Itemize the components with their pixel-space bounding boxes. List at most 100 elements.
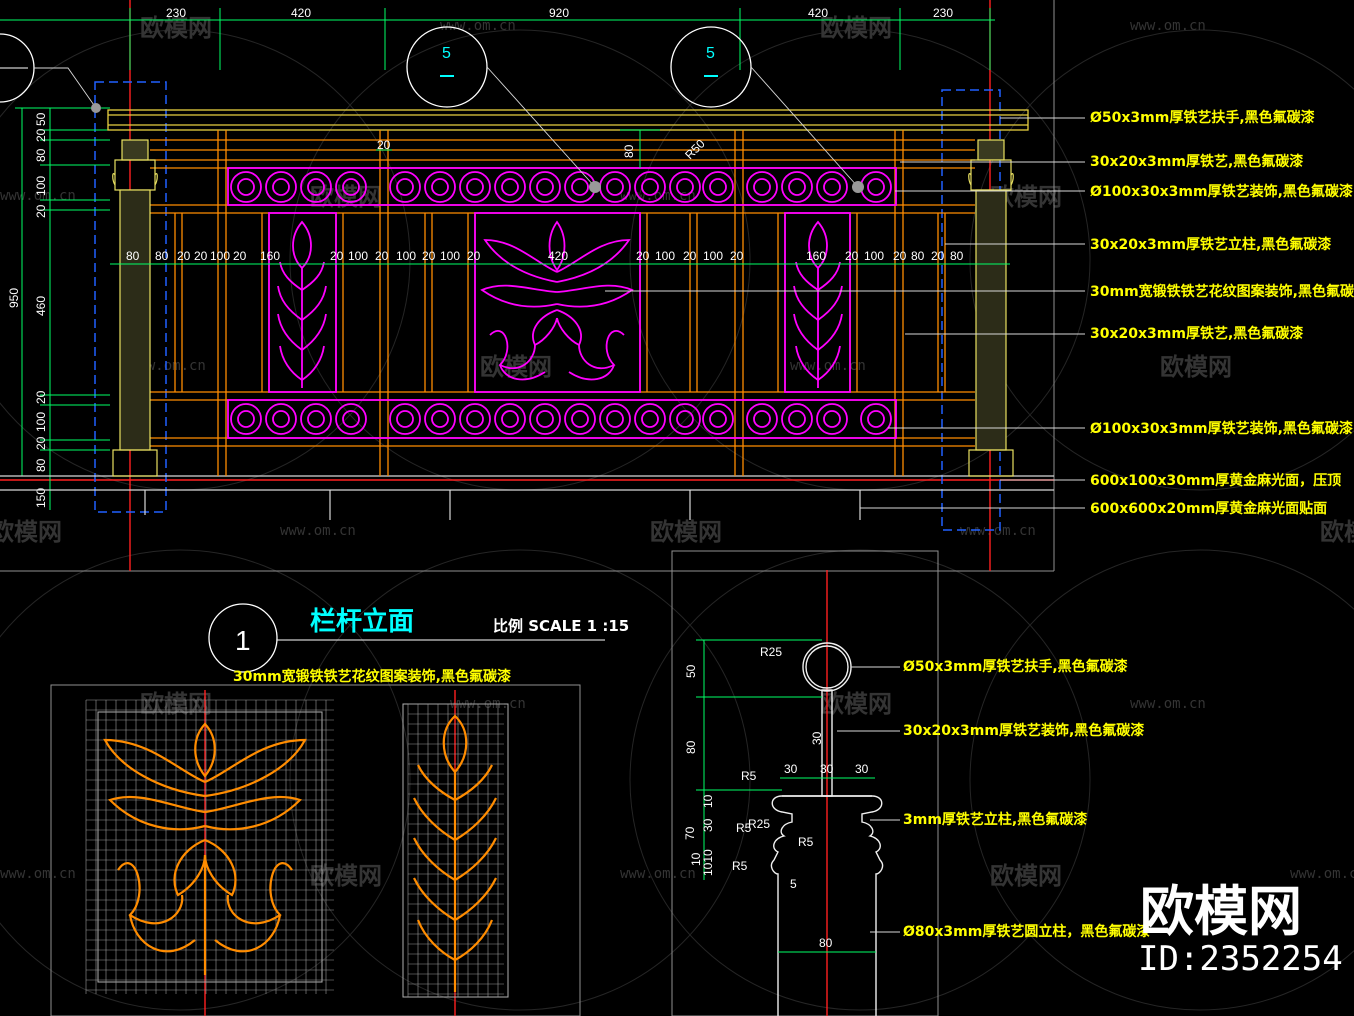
row-dim-label: 100 xyxy=(348,249,368,263)
row-dim-label: 160 xyxy=(806,249,826,263)
section-dim-label: 1010 xyxy=(701,849,715,876)
section-dim-label: R5 xyxy=(798,835,814,849)
row-dim-label: 20 xyxy=(375,249,389,263)
left-dim-label: 150 xyxy=(34,488,48,508)
leader-dots xyxy=(91,103,864,193)
leader-lines xyxy=(34,66,1085,509)
post-left xyxy=(112,139,158,477)
row-dim-label: 20 xyxy=(730,249,744,263)
watermark-brand: 欧模网 xyxy=(310,862,382,890)
top-dim-label: 420 xyxy=(291,6,311,20)
center-ornament-panel xyxy=(474,212,641,393)
row-dim-label: 80 xyxy=(126,249,140,263)
row-dim-label: 80 xyxy=(950,249,964,263)
leaf-panel-right xyxy=(784,212,851,393)
row-dim-label: 160 xyxy=(260,249,280,263)
inner-dimensions: 20 80 R50 420 80 80 20 20 100 20 160 20 … xyxy=(110,129,1010,265)
watermark-brand: 欧模网 xyxy=(1320,518,1354,546)
watermark-brand: 欧模网 xyxy=(0,518,62,546)
row-dim-label: 20 xyxy=(683,249,697,263)
row-dim-label: 100 xyxy=(396,249,416,263)
section-dim-label: 30 xyxy=(810,731,824,745)
left-dim-label: 950 xyxy=(7,288,21,308)
inner-dim-label: 80 xyxy=(622,144,636,158)
callout-label: 30x20x3mm厚铁艺,黑色氟碳漆 xyxy=(1090,325,1303,342)
leaf-panel-left xyxy=(268,212,337,393)
watermark-brand: 欧模网 xyxy=(480,353,552,381)
section-dim-label: 30 xyxy=(701,818,715,832)
callout-label: Ø100x30x3mm厚铁艺装饰,黑色氟碳漆 xyxy=(1090,183,1353,200)
section-dim-label: 70 xyxy=(683,826,697,840)
callout-label: 30x20x3mm厚铁艺立柱,黑色氟碳漆 xyxy=(1090,236,1331,253)
detail-grid-small xyxy=(402,703,509,998)
sheet-borders xyxy=(0,0,1055,1016)
row-dim-label: 20 xyxy=(194,249,208,263)
row-dim-label: 100 xyxy=(210,249,230,263)
watermark-url: www.om.cn xyxy=(790,358,866,374)
marker-5-left: 5 xyxy=(406,26,488,108)
top-dimension-chain: 230 420 920 420 230 xyxy=(0,6,995,70)
section-dim-label: 5 xyxy=(790,877,797,891)
section-dim-label: 30 xyxy=(855,762,869,776)
post-dashed-outlines xyxy=(94,81,1001,531)
watermark-url: www.om.cn xyxy=(1290,866,1354,882)
callout-label: Ø50x3mm厚铁艺扶手,黑色氟碳漆 xyxy=(1090,109,1315,126)
left-dim-label: 80 xyxy=(34,458,48,472)
marker-number: 1 xyxy=(235,625,251,656)
brand-name: 欧模网 xyxy=(1140,880,1302,943)
row-dim-label: 20 xyxy=(177,249,191,263)
watermark-url: www.om.cn xyxy=(440,18,516,34)
row-dim-label: 20 xyxy=(845,249,859,263)
section-dim-label: R5 xyxy=(741,769,757,783)
row-dim-label: 100 xyxy=(864,249,884,263)
section-dim-label: 30 xyxy=(784,762,798,776)
watermark-brand: 欧模网 xyxy=(140,14,212,42)
inner-dim-label: 20 xyxy=(377,138,391,152)
callout-labels: Ø50x3mm厚铁艺扶手,黑色氟碳漆 30x20x3mm厚铁艺,黑色氟碳漆 Ø1… xyxy=(1090,109,1354,517)
left-dim-label: 100 xyxy=(34,412,48,432)
top-dim-label: 230 xyxy=(933,6,953,20)
watermark-url: www.om.cn xyxy=(1130,696,1206,712)
watermark-brand: 欧模网 xyxy=(820,14,892,42)
inner-dim-label: 420 xyxy=(548,249,568,263)
drawing-title: 栏杆立面 xyxy=(310,606,414,637)
row-dim-label: 20 xyxy=(893,249,907,263)
drawing-scale: 比例 SCALE 1 :15 xyxy=(493,617,629,635)
top-dim-label: 230 xyxy=(166,6,186,20)
top-dim-label: 420 xyxy=(808,6,828,20)
section-dim-label: R25 xyxy=(748,817,770,831)
section-dim-label: R5 xyxy=(736,821,752,835)
watermark-url: www.om.cn xyxy=(620,866,696,882)
circle-row-bottom xyxy=(227,399,897,439)
watermark-url: www.om.cn xyxy=(960,523,1036,539)
marker-5-right: 5 xyxy=(670,26,752,108)
row-dim-label: 100 xyxy=(655,249,675,263)
row-dim-label: 100 xyxy=(703,249,723,263)
marker-number: 5 xyxy=(706,45,715,62)
handrail xyxy=(107,109,1029,131)
watermark-brand: 欧模网 xyxy=(1160,353,1232,381)
watermark-brand: 欧模网 xyxy=(820,690,892,718)
row-dim-label: 20 xyxy=(233,249,247,263)
left-dim-label: 50 xyxy=(34,112,48,126)
section-dim-label: R5 xyxy=(732,859,748,873)
row-dim-label: 20 xyxy=(330,249,344,263)
watermark-url: www.om.cn xyxy=(280,523,356,539)
left-dimension-chain: 50 20 80 100 20 950 460 20 100 20 80 150 xyxy=(7,107,110,510)
watermark-brand: 欧模网 xyxy=(990,862,1062,890)
row-dim-label: 80 xyxy=(911,249,925,263)
row-dim-label: 20 xyxy=(931,249,945,263)
section-callout: 3mm厚铁艺立柱,黑色氟碳漆 xyxy=(903,811,1087,828)
watermark-brand: 欧模网 xyxy=(310,183,382,211)
section-dim-label: 50 xyxy=(684,664,698,678)
marker-number: 5 xyxy=(442,45,451,62)
post-right xyxy=(968,139,1014,477)
section-dim-label: 80 xyxy=(819,936,833,950)
left-dim-label: 20 xyxy=(34,390,48,404)
callout-label: 600x600x20mm厚黄金麻光面贴面 xyxy=(1090,500,1327,517)
row-dim-label: 20 xyxy=(422,249,436,263)
row-dim-label: 100 xyxy=(440,249,460,263)
row-dim-label: 20 xyxy=(636,249,650,263)
callout-label: Ø100x30x3mm厚铁艺装饰,黑色氟碳漆 xyxy=(1090,420,1353,437)
left-dim-label: 20 xyxy=(34,128,48,142)
